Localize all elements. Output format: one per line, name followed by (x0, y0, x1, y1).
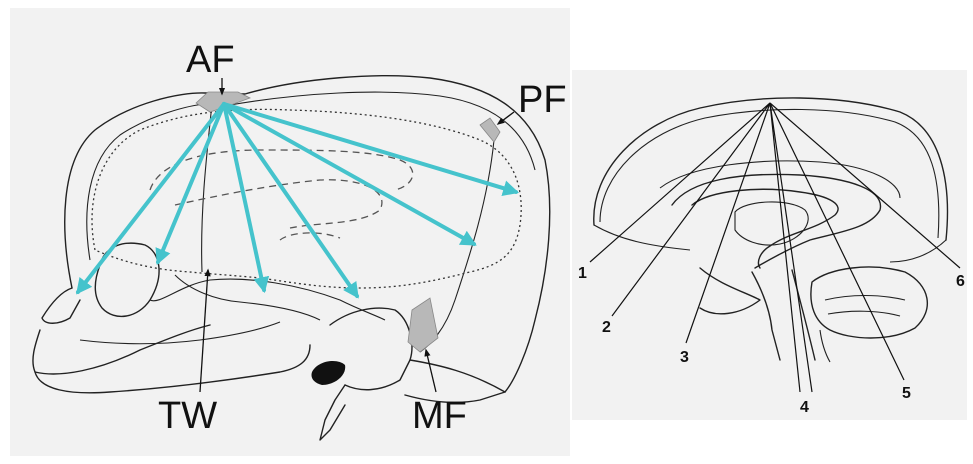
label-af: AF (186, 39, 235, 81)
label-mf: MF (412, 395, 467, 437)
plane-label-4: 4 (800, 399, 809, 416)
plane-label-5: 5 (902, 385, 911, 402)
plane-label-3: 3 (680, 349, 689, 366)
left-panel-bg (10, 8, 570, 456)
label-pf: PF (518, 79, 567, 121)
label-tw: TW (158, 395, 217, 437)
plane-label-6: 6 (956, 273, 965, 290)
plane-label-1: 1 (578, 265, 587, 282)
plane-label-2: 2 (602, 319, 611, 336)
